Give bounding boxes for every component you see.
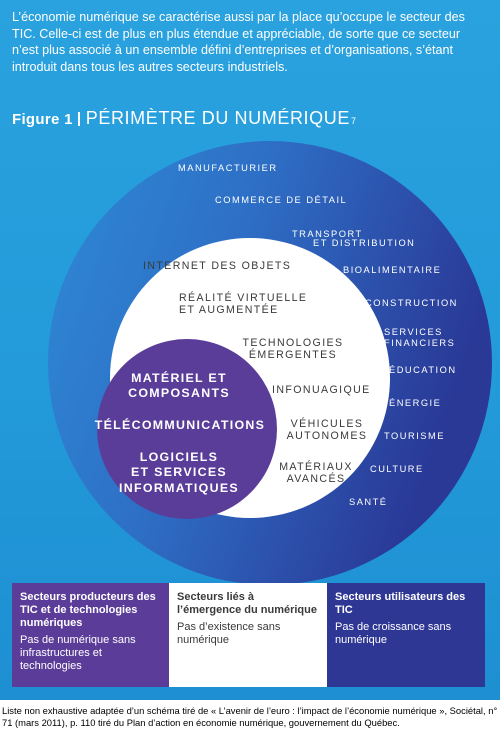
legend-producers: Secteurs producteurs des TIC et de techn… [12, 583, 169, 687]
outer-label: SANTÉ [349, 497, 388, 507]
outer-label: COMMERCE DE DÉTAIL [215, 195, 347, 205]
legend-title: Secteurs utilisateurs des TIC [335, 591, 466, 616]
outer-label: ÉNERGIE [389, 398, 441, 408]
title-divider [77, 111, 80, 126]
figure-name: PÉRIMÈTRE DU NUMÉRIQUE [85, 108, 350, 128]
outer-label: CONSTRUCTION [365, 298, 458, 308]
outer-label: MANUFACTURIER [178, 163, 278, 173]
footnote-reference: 7 [350, 116, 356, 126]
legend-description: Pas de croissance sans numérique [335, 621, 452, 646]
source-caption: Liste non exhaustive adaptée d’un schéma… [2, 705, 498, 728]
legend-description: Pas d’existence sans numérique [177, 621, 281, 646]
intro-paragraph: L’économie numérique se caractérise auss… [12, 10, 465, 74]
legend-users: Secteurs utilisateurs des TIC Pas de cro… [327, 583, 485, 687]
legend-emergence: Secteurs liés à l’émergence du numérique… [169, 583, 327, 687]
inner-label: TÉLÉCOMMUNICATIONS [95, 417, 265, 432]
inner-circle [97, 339, 277, 519]
legend-description: Pas de numérique sans infrastructures et… [20, 634, 136, 672]
perimeter-diagram: MANUFACTURIER COMMERCE DE DÉTAIL TRANSPO… [48, 141, 492, 585]
outer-label: ÉDUCATION [389, 365, 457, 375]
middle-label: INTERNET DES OBJETS [143, 260, 291, 272]
outer-ring-labels: MANUFACTURIER COMMERCE DE DÉTAIL TRANSPO… [178, 163, 458, 507]
figure-panel: L’économie numérique se caractérise auss… [0, 0, 500, 700]
middle-label: INFONUAGIQUE [272, 384, 371, 396]
legend-title: Secteurs liés à l’émergence du numérique [177, 591, 317, 616]
legend: Secteurs producteurs des TIC et de techn… [12, 583, 485, 687]
outer-label: CULTURE [370, 464, 424, 474]
outer-label: TOURISME [384, 431, 445, 441]
outer-label: BIOALIMENTAIRE [343, 265, 441, 275]
legend-title: Secteurs producteurs des TIC et de techn… [20, 591, 156, 629]
figure-number: Figure 1 [12, 111, 73, 128]
